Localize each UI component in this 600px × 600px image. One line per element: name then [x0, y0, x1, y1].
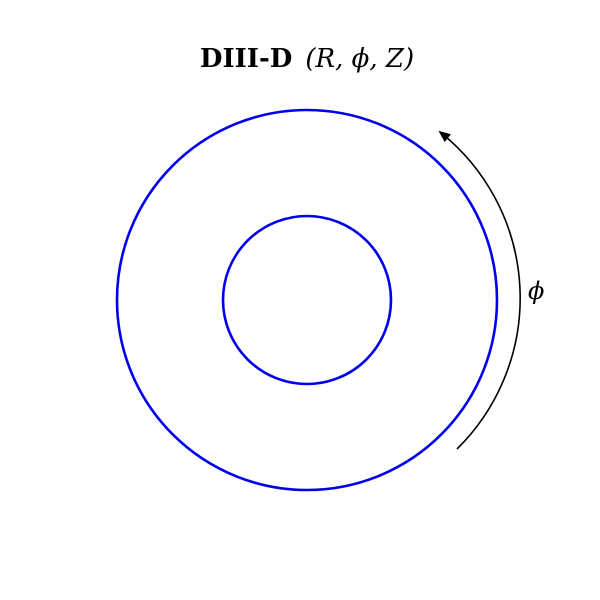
toroidal-angle-label: ϕ — [528, 277, 544, 305]
title-main: DIII-D — [200, 44, 292, 74]
inner-wall-circle — [221, 214, 393, 386]
title-coords: (R, ϕ, Z) — [305, 44, 414, 74]
outer-wall-circle — [115, 108, 499, 492]
diagram-title: DIII-D (R, ϕ, Z) — [200, 44, 414, 74]
toroidal-direction-arrow — [438, 130, 521, 450]
